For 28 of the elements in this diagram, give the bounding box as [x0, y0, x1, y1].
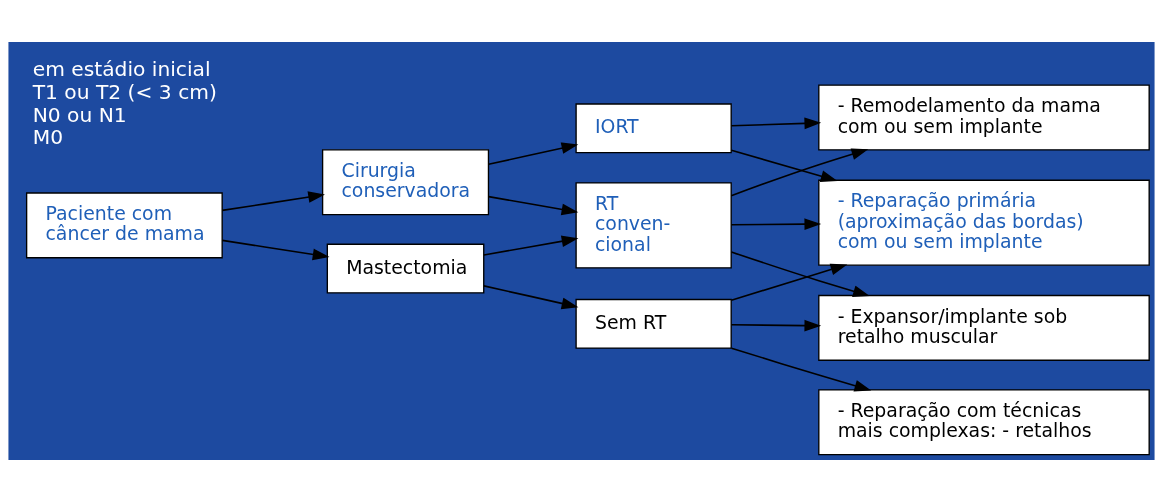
node-box: - Reparação com técnicas mais complexas: - retalhos	[818, 389, 1150, 456]
arrow	[730, 149, 838, 182]
node-box: Paciente com câncer de mama	[25, 192, 223, 259]
node-box: - Reparação primária (aproximação das bordas) com ou sem implante	[818, 179, 1150, 266]
node-label: N0 ou N1	[32, 102, 127, 127]
arrow	[730, 319, 822, 332]
node-box: IORT	[575, 103, 732, 154]
arrow	[730, 117, 822, 130]
node-box: - Remodelamento da mama com ou sem implante	[818, 84, 1150, 151]
node-box: Sem RT	[575, 298, 732, 349]
arrow	[730, 347, 872, 392]
arrow	[730, 218, 822, 230]
arrow	[487, 142, 579, 166]
node-label: M0	[32, 125, 64, 150]
arrow	[221, 191, 325, 212]
arrow	[730, 263, 848, 302]
node-box: RT conven- cional	[575, 182, 732, 269]
node-box: Cirurgia conservadora	[321, 149, 490, 216]
node-label: T1 ou T2 (< 3 cm)	[32, 79, 217, 104]
node-label: em estádio inicial	[32, 56, 211, 81]
arrow	[483, 235, 579, 256]
node-box: - Expansor/implante sob retalho muscular	[818, 294, 1150, 361]
arrow	[221, 239, 330, 261]
arrow	[730, 251, 870, 297]
arrow	[483, 285, 579, 310]
arrow	[487, 195, 579, 216]
arrow	[730, 148, 869, 197]
node-box: Mastectomia	[326, 243, 485, 294]
